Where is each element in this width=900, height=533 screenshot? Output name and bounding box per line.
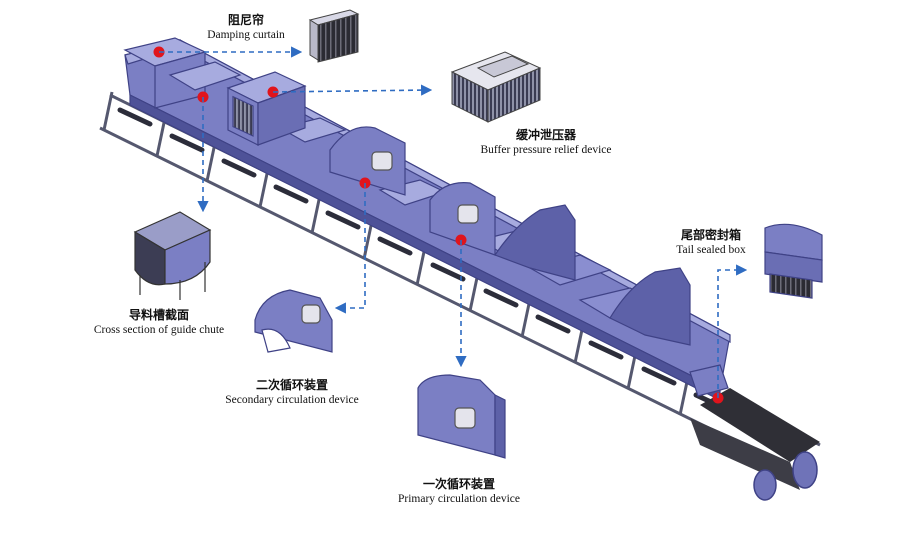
dashed-arrow-icon xyxy=(717,264,748,398)
dashed-arrow-icon xyxy=(272,84,433,96)
tail-pulley xyxy=(792,451,818,489)
circulation-ducts xyxy=(494,204,691,346)
conveyor-belt xyxy=(690,388,820,501)
bend-pulley xyxy=(753,469,777,501)
primary-hood-installed xyxy=(429,182,496,256)
inspection-window xyxy=(454,407,476,429)
buffer-device-detail xyxy=(450,51,542,123)
damping-curtain-detail xyxy=(308,9,360,63)
inspection-window xyxy=(457,204,479,224)
damping-curtain-label: 阻尼帘 Damping curtain xyxy=(207,13,285,41)
leader-arrows xyxy=(159,46,748,398)
secondary-device-detail xyxy=(254,289,333,353)
idler-rollers xyxy=(117,107,729,412)
guide-chute-detail xyxy=(133,211,212,300)
inspection-window xyxy=(371,151,393,171)
tail-box-detail xyxy=(764,223,823,299)
guide-chute-body xyxy=(124,38,731,401)
secondary-hood-installed xyxy=(329,126,406,196)
buffer-box-installed xyxy=(226,71,307,146)
inspection-window xyxy=(301,304,321,324)
tail-box-label: 尾部密封箱 Tail sealed box xyxy=(676,228,746,256)
guide-chute-label: 导料槽截面 Cross section of guide chute xyxy=(93,308,225,336)
primary-device-label: 一次循环装置 Primary circulation device xyxy=(398,477,520,505)
buffer-device-label: 缓冲泄压器 Buffer pressure relief device xyxy=(480,128,612,156)
primary-device-detail xyxy=(417,374,506,459)
secondary-device-label: 二次循环装置 Secondary circulation device xyxy=(225,378,359,406)
